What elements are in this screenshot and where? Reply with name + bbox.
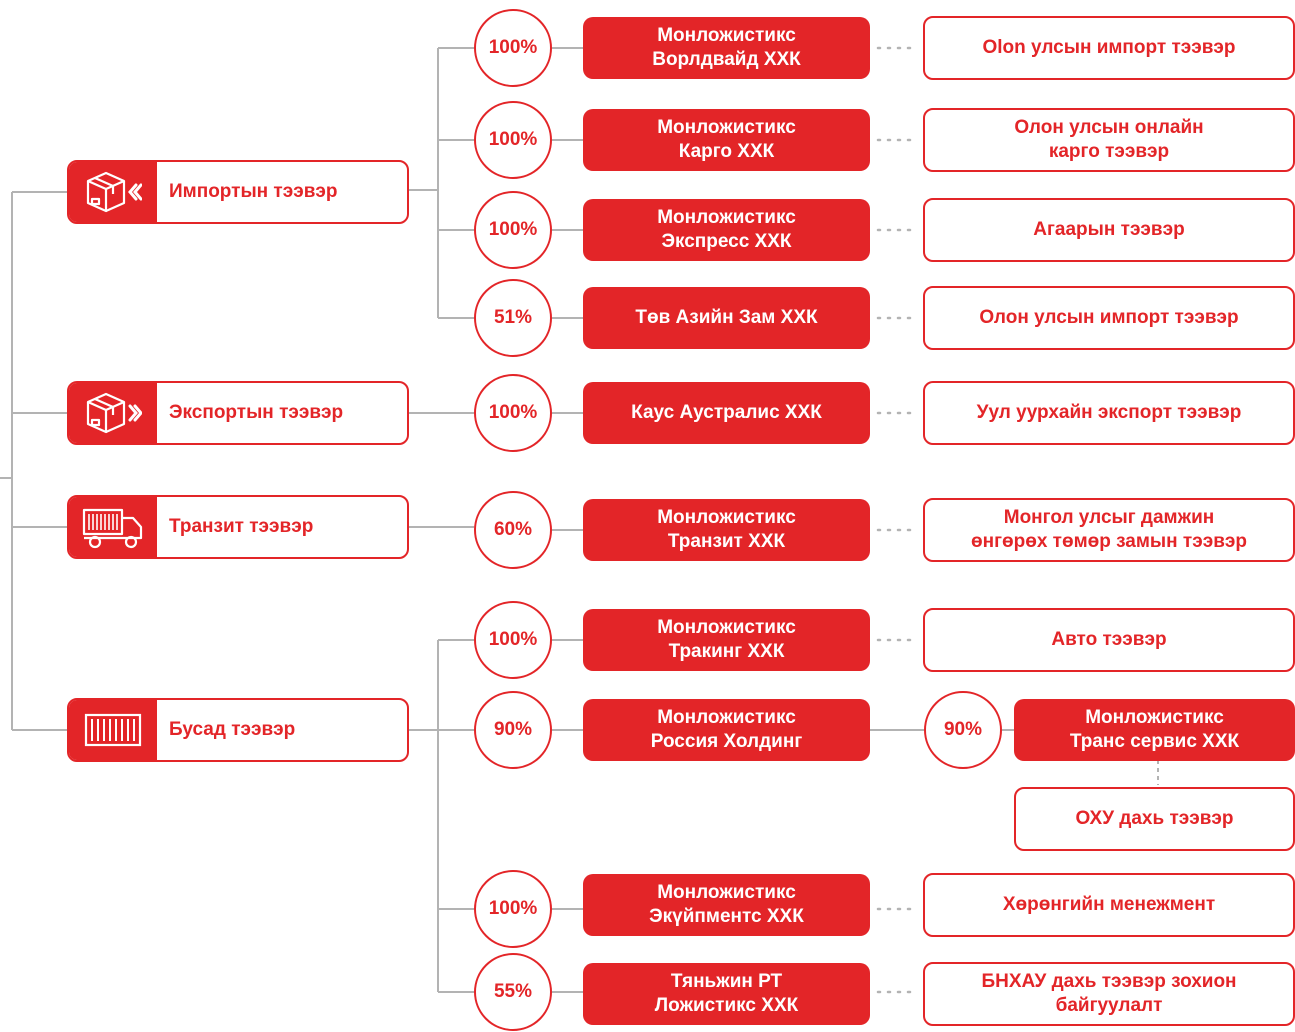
activity-box: Хөрөнгийн менежмент bbox=[923, 873, 1295, 937]
category-import-label: Импортын тээвэр bbox=[169, 181, 338, 202]
company-name-line: Монложистикс bbox=[657, 207, 796, 228]
company-name-line: Карго ХХК bbox=[678, 141, 775, 162]
activity-line: Монгол улсыг дамжин bbox=[1003, 507, 1215, 528]
company-name-line: Ложистикс ХХК bbox=[654, 995, 799, 1016]
activity-line: карго тээвэр bbox=[1048, 141, 1170, 162]
ownership-badge: 100% bbox=[474, 870, 552, 948]
activity-line: Хөрөнгийн менежмент bbox=[1002, 894, 1216, 915]
company-transit[interactable]: Монложистикс Транзит ХХК bbox=[583, 499, 870, 561]
truck-icon bbox=[69, 497, 157, 557]
activity-line: ОХУ дахь тээвэр bbox=[1075, 808, 1234, 829]
ownership-badge: 90% bbox=[474, 691, 552, 769]
activity-line: өнгөрөх төмөр замын тээвэр bbox=[971, 531, 1247, 552]
activity-box: Уул уурхайн экспорт тээвэр bbox=[923, 381, 1295, 445]
ownership-badge: 60% bbox=[474, 491, 552, 569]
company-name-line: Монложистикс bbox=[657, 707, 796, 728]
activity-box: БНХАУ дахь тээвэр зохион байгуулалт bbox=[923, 962, 1295, 1026]
company-name-line: Каус Аустралис ХХК bbox=[631, 402, 822, 423]
company-tracking[interactable]: Монложистикс Тракинг ХХК bbox=[583, 609, 870, 671]
ownership-badge: 51% bbox=[474, 279, 552, 357]
company-name-line: Монложистикс bbox=[657, 507, 796, 528]
activity-box: Монгол улсыг дамжин өнгөрөх төмөр замын … bbox=[923, 498, 1295, 562]
activity-line: Олон улсын импорт тээвэр bbox=[979, 307, 1239, 328]
ownership-badge: 100% bbox=[474, 101, 552, 179]
activity-box: Olon улсын импорт тээвэр bbox=[923, 16, 1295, 80]
category-other[interactable]: Бусад тээвэр bbox=[67, 698, 409, 762]
company-name-line: Монложистикс bbox=[657, 617, 796, 638]
company-name-line: Россия Холдинг bbox=[650, 731, 803, 752]
ownership-badge: 100% bbox=[474, 601, 552, 679]
company-equipment[interactable]: Монложистикс Экүйпментс ХХК bbox=[583, 874, 870, 936]
category-export[interactable]: Экспортын тээвэр bbox=[67, 381, 409, 445]
activity-line: Олон улсын онлайн bbox=[1014, 117, 1204, 138]
company-name-line: Төв Азийн Зам ХХК bbox=[635, 307, 818, 328]
company-cargo[interactable]: Монложистикс Карго ХХК bbox=[583, 109, 870, 171]
container-icon bbox=[69, 700, 157, 760]
company-express[interactable]: Монложистикс Экспресс ХХК bbox=[583, 199, 870, 261]
box-import-icon bbox=[69, 162, 157, 222]
company-name-line: Монложистикс bbox=[657, 25, 796, 46]
company-worldwide[interactable]: Монложистикс Ворлдвайд ХХК bbox=[583, 17, 870, 79]
activity-line: Olon улсын импорт тээвэр bbox=[982, 37, 1236, 58]
activity-line: БНХАУ дахь тээвэр зохион bbox=[981, 971, 1237, 992]
ownership-badge: 90% bbox=[924, 691, 1002, 769]
box-export-icon bbox=[69, 383, 157, 443]
company-name-line: Тракинг ХХК bbox=[668, 641, 785, 662]
ownership-badge: 100% bbox=[474, 191, 552, 269]
activity-box: ОХУ дахь тээвэр bbox=[1014, 787, 1295, 851]
activity-line: Агаарын тээвэр bbox=[1033, 219, 1185, 240]
company-name-line: Ворлдвайд ХХК bbox=[652, 49, 801, 70]
company-name-line: Монложистикс bbox=[657, 882, 796, 903]
activity-line: Уул уурхайн экспорт тээвэр bbox=[976, 402, 1242, 423]
company-name-line: Экспресс ХХК bbox=[661, 231, 792, 252]
activity-line: байгуулалт bbox=[1055, 995, 1163, 1016]
activity-box: Олон улсын онлайн карго тээвэр bbox=[923, 108, 1295, 172]
company-central-asia[interactable]: Төв Азийн Зам ХХК bbox=[583, 287, 870, 349]
company-russia[interactable]: Монложистикс Россия Холдинг bbox=[583, 699, 870, 761]
company-name-line: Транзит ХХК bbox=[667, 531, 786, 552]
company-kaus[interactable]: Каус Аустралис ХХК bbox=[583, 382, 870, 444]
category-other-label: Бусад тээвэр bbox=[169, 719, 296, 740]
ownership-badge: 100% bbox=[474, 374, 552, 452]
category-export-label: Экспортын тээвэр bbox=[169, 402, 344, 423]
activity-box: Авто тээвэр bbox=[923, 608, 1295, 672]
company-name-line: Тяньжин РТ bbox=[670, 971, 783, 992]
activity-line: Авто тээвэр bbox=[1051, 629, 1167, 650]
company-trans-service[interactable]: Монложистикс Транс сервис ХХК bbox=[1014, 699, 1295, 761]
ownership-badge: 55% bbox=[474, 953, 552, 1031]
company-tianjin[interactable]: Тяньжин РТ Ложистикс ХХК bbox=[583, 963, 870, 1025]
company-name-line: Транс сервис ХХК bbox=[1069, 731, 1240, 752]
category-import[interactable]: Импортын тээвэр bbox=[67, 160, 409, 224]
category-transit[interactable]: Транзит тээвэр bbox=[67, 495, 409, 559]
company-name-line: Монложистикс bbox=[1085, 707, 1224, 728]
company-name-line: Экүйпментс ХХК bbox=[649, 906, 804, 927]
activity-box: Агаарын тээвэр bbox=[923, 198, 1295, 262]
ownership-badge: 100% bbox=[474, 9, 552, 87]
activity-box: Олон улсын импорт тээвэр bbox=[923, 286, 1295, 350]
company-name-line: Монложистикс bbox=[657, 117, 796, 138]
category-transit-label: Транзит тээвэр bbox=[169, 516, 314, 537]
